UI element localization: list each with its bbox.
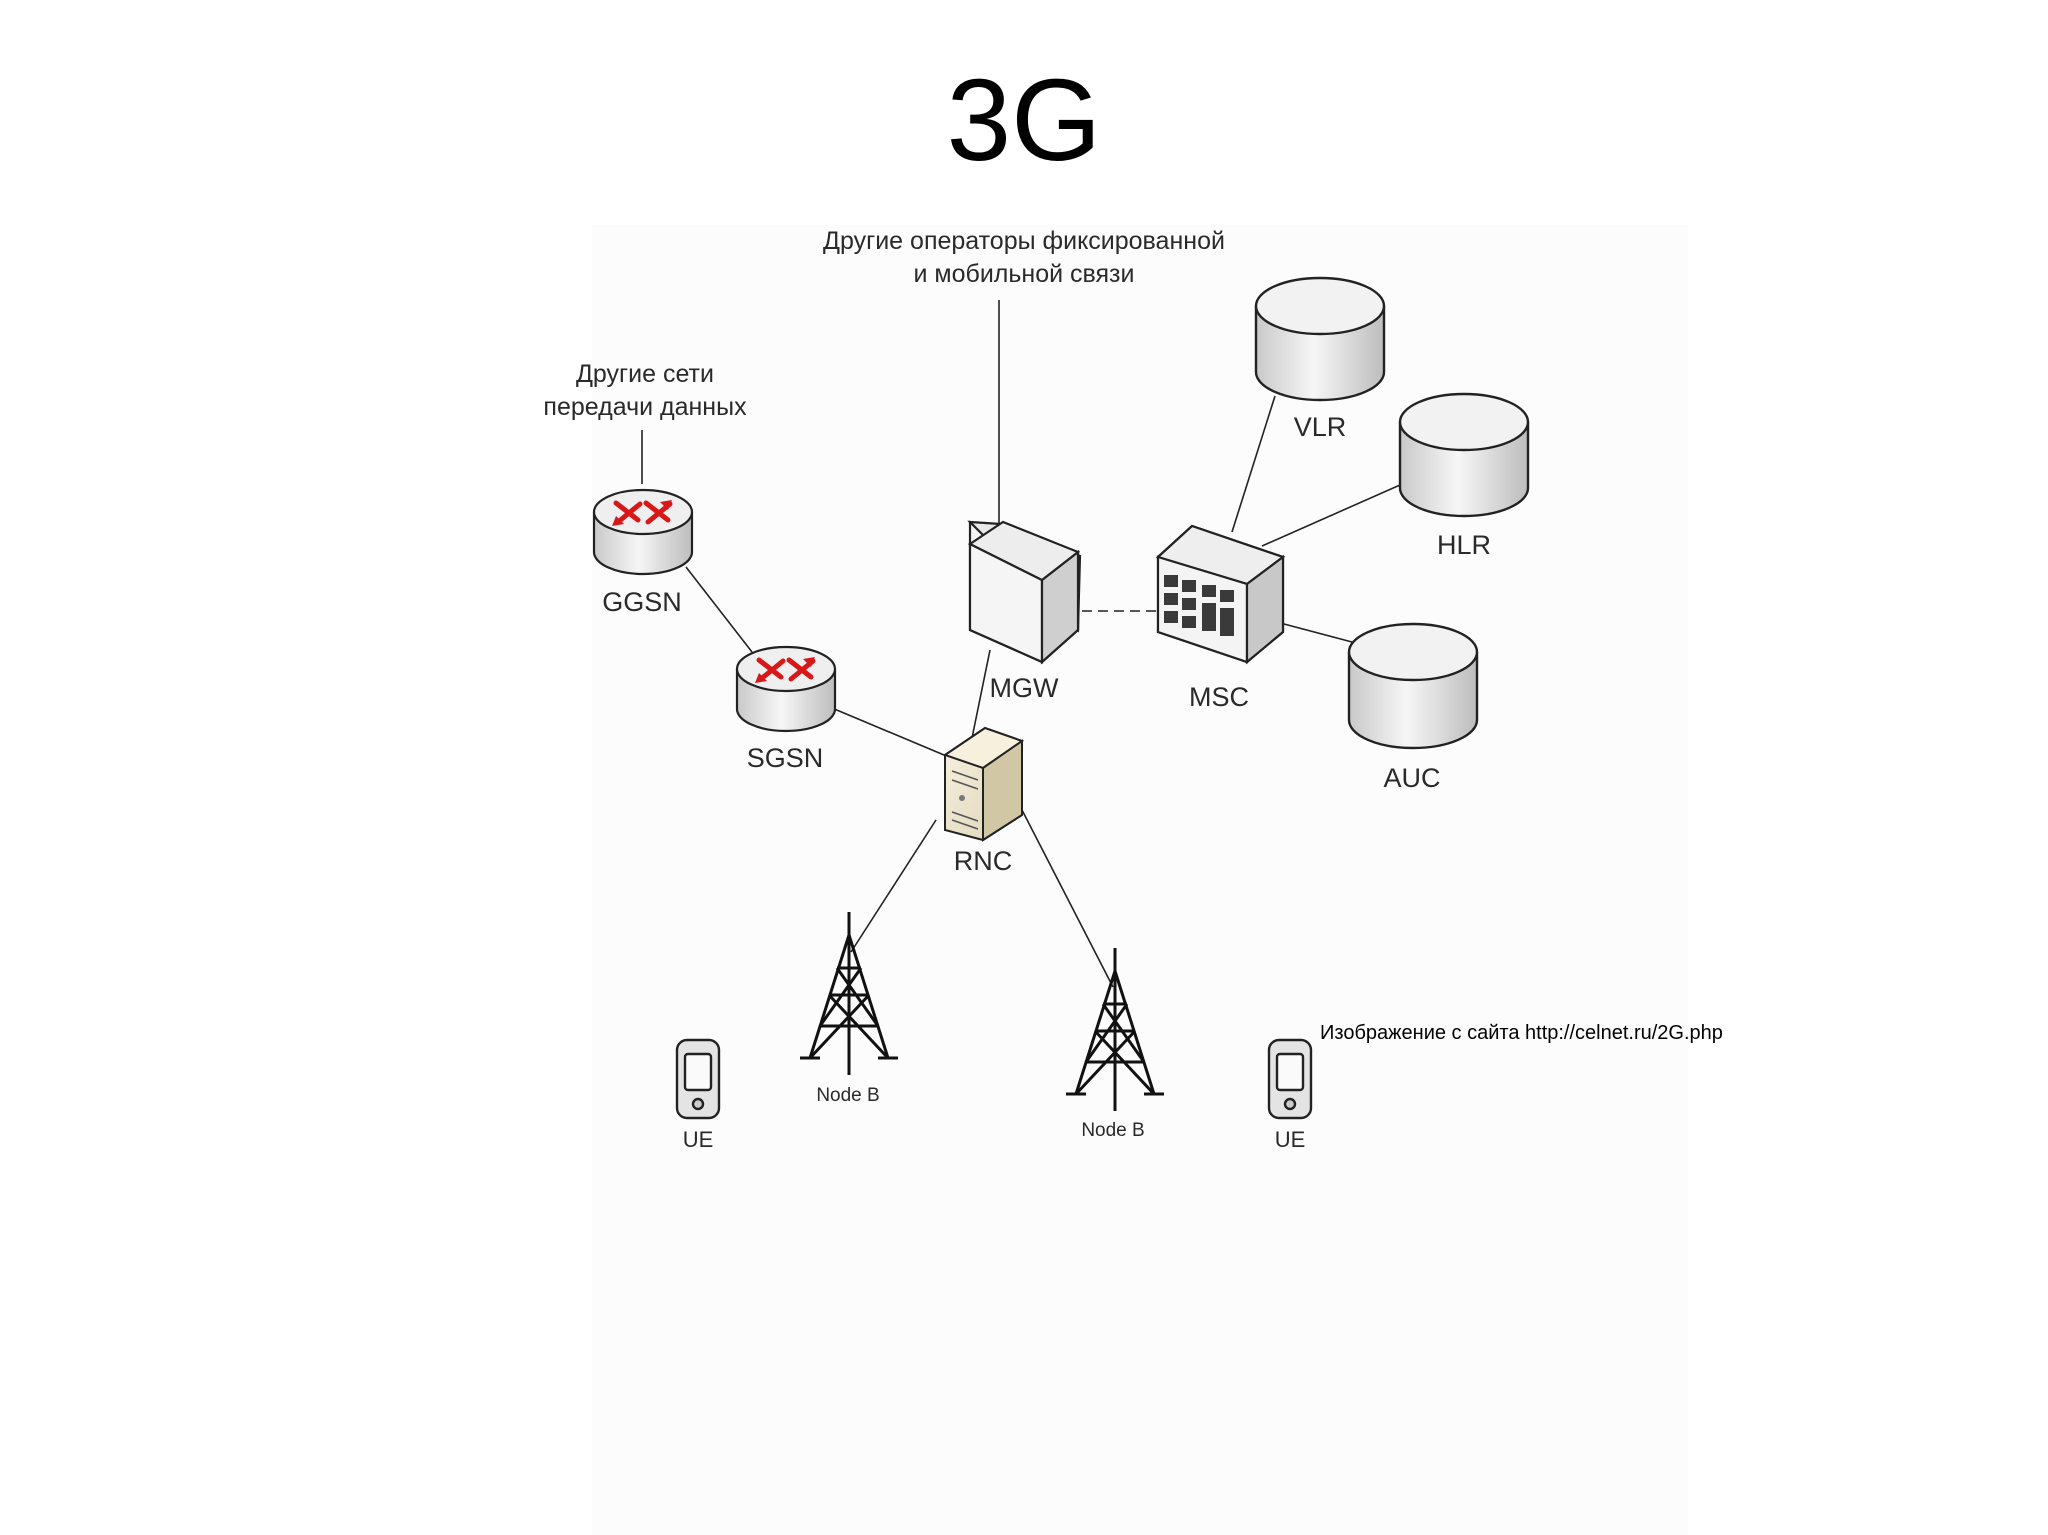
connection-lines [641, 300, 1401, 988]
mobile-phone-icon [1267, 1038, 1313, 1120]
other-operators-label: Другие операторы фиксированной [823, 227, 1225, 255]
link-rnc-nodeb2 [1021, 809, 1114, 988]
vlr-label: VLR [1294, 412, 1347, 442]
mgw-label: MGW [990, 673, 1059, 703]
switch-box-icon [1155, 524, 1286, 665]
link-rnc-nodeb1 [850, 819, 937, 953]
hlr-label: HLR [1437, 530, 1491, 560]
link-msc-auc [1283, 623, 1353, 643]
page-title: 3G [946, 55, 1102, 185]
link-mgw-rnc [971, 649, 991, 739]
router-icon [735, 645, 837, 733]
node-b-label: Node B [816, 1085, 879, 1106]
image-source-credit: Изображение с сайта http://celnet.ru/2G.… [1320, 1022, 1723, 1044]
link-sgsn-rnc [831, 707, 945, 756]
link-msc-vlr [1231, 395, 1276, 533]
server-box-icon [967, 520, 1082, 665]
ggsn-label: GGSN [602, 587, 682, 617]
rnc-label: RNC [954, 846, 1013, 876]
sgsn-label: SGSN [747, 743, 824, 773]
auc-label: AUC [1383, 763, 1440, 793]
ue-label: UE [683, 1127, 714, 1152]
other-data-networks-label: Другие сети [576, 360, 714, 388]
database-cylinder-icon [1347, 622, 1479, 750]
database-cylinder-icon [1254, 276, 1386, 402]
antenna-tower-icon [1066, 948, 1164, 1111]
other-operators-label: и мобильной связи [914, 260, 1135, 288]
link-ggsn-sgsn [685, 566, 753, 653]
link-msc-hlr [1261, 484, 1401, 547]
antenna-tower-icon [800, 912, 898, 1075]
ue-label: UE [1275, 1127, 1306, 1152]
msc-label: MSC [1189, 682, 1249, 712]
other-data-networks-label: передачи данных [543, 393, 747, 421]
router-icon [592, 488, 694, 576]
rnc-server-icon [942, 726, 1025, 842]
database-cylinder-icon [1398, 392, 1530, 518]
mobile-phone-icon [675, 1038, 721, 1120]
node-b-label: Node B [1081, 1120, 1144, 1141]
